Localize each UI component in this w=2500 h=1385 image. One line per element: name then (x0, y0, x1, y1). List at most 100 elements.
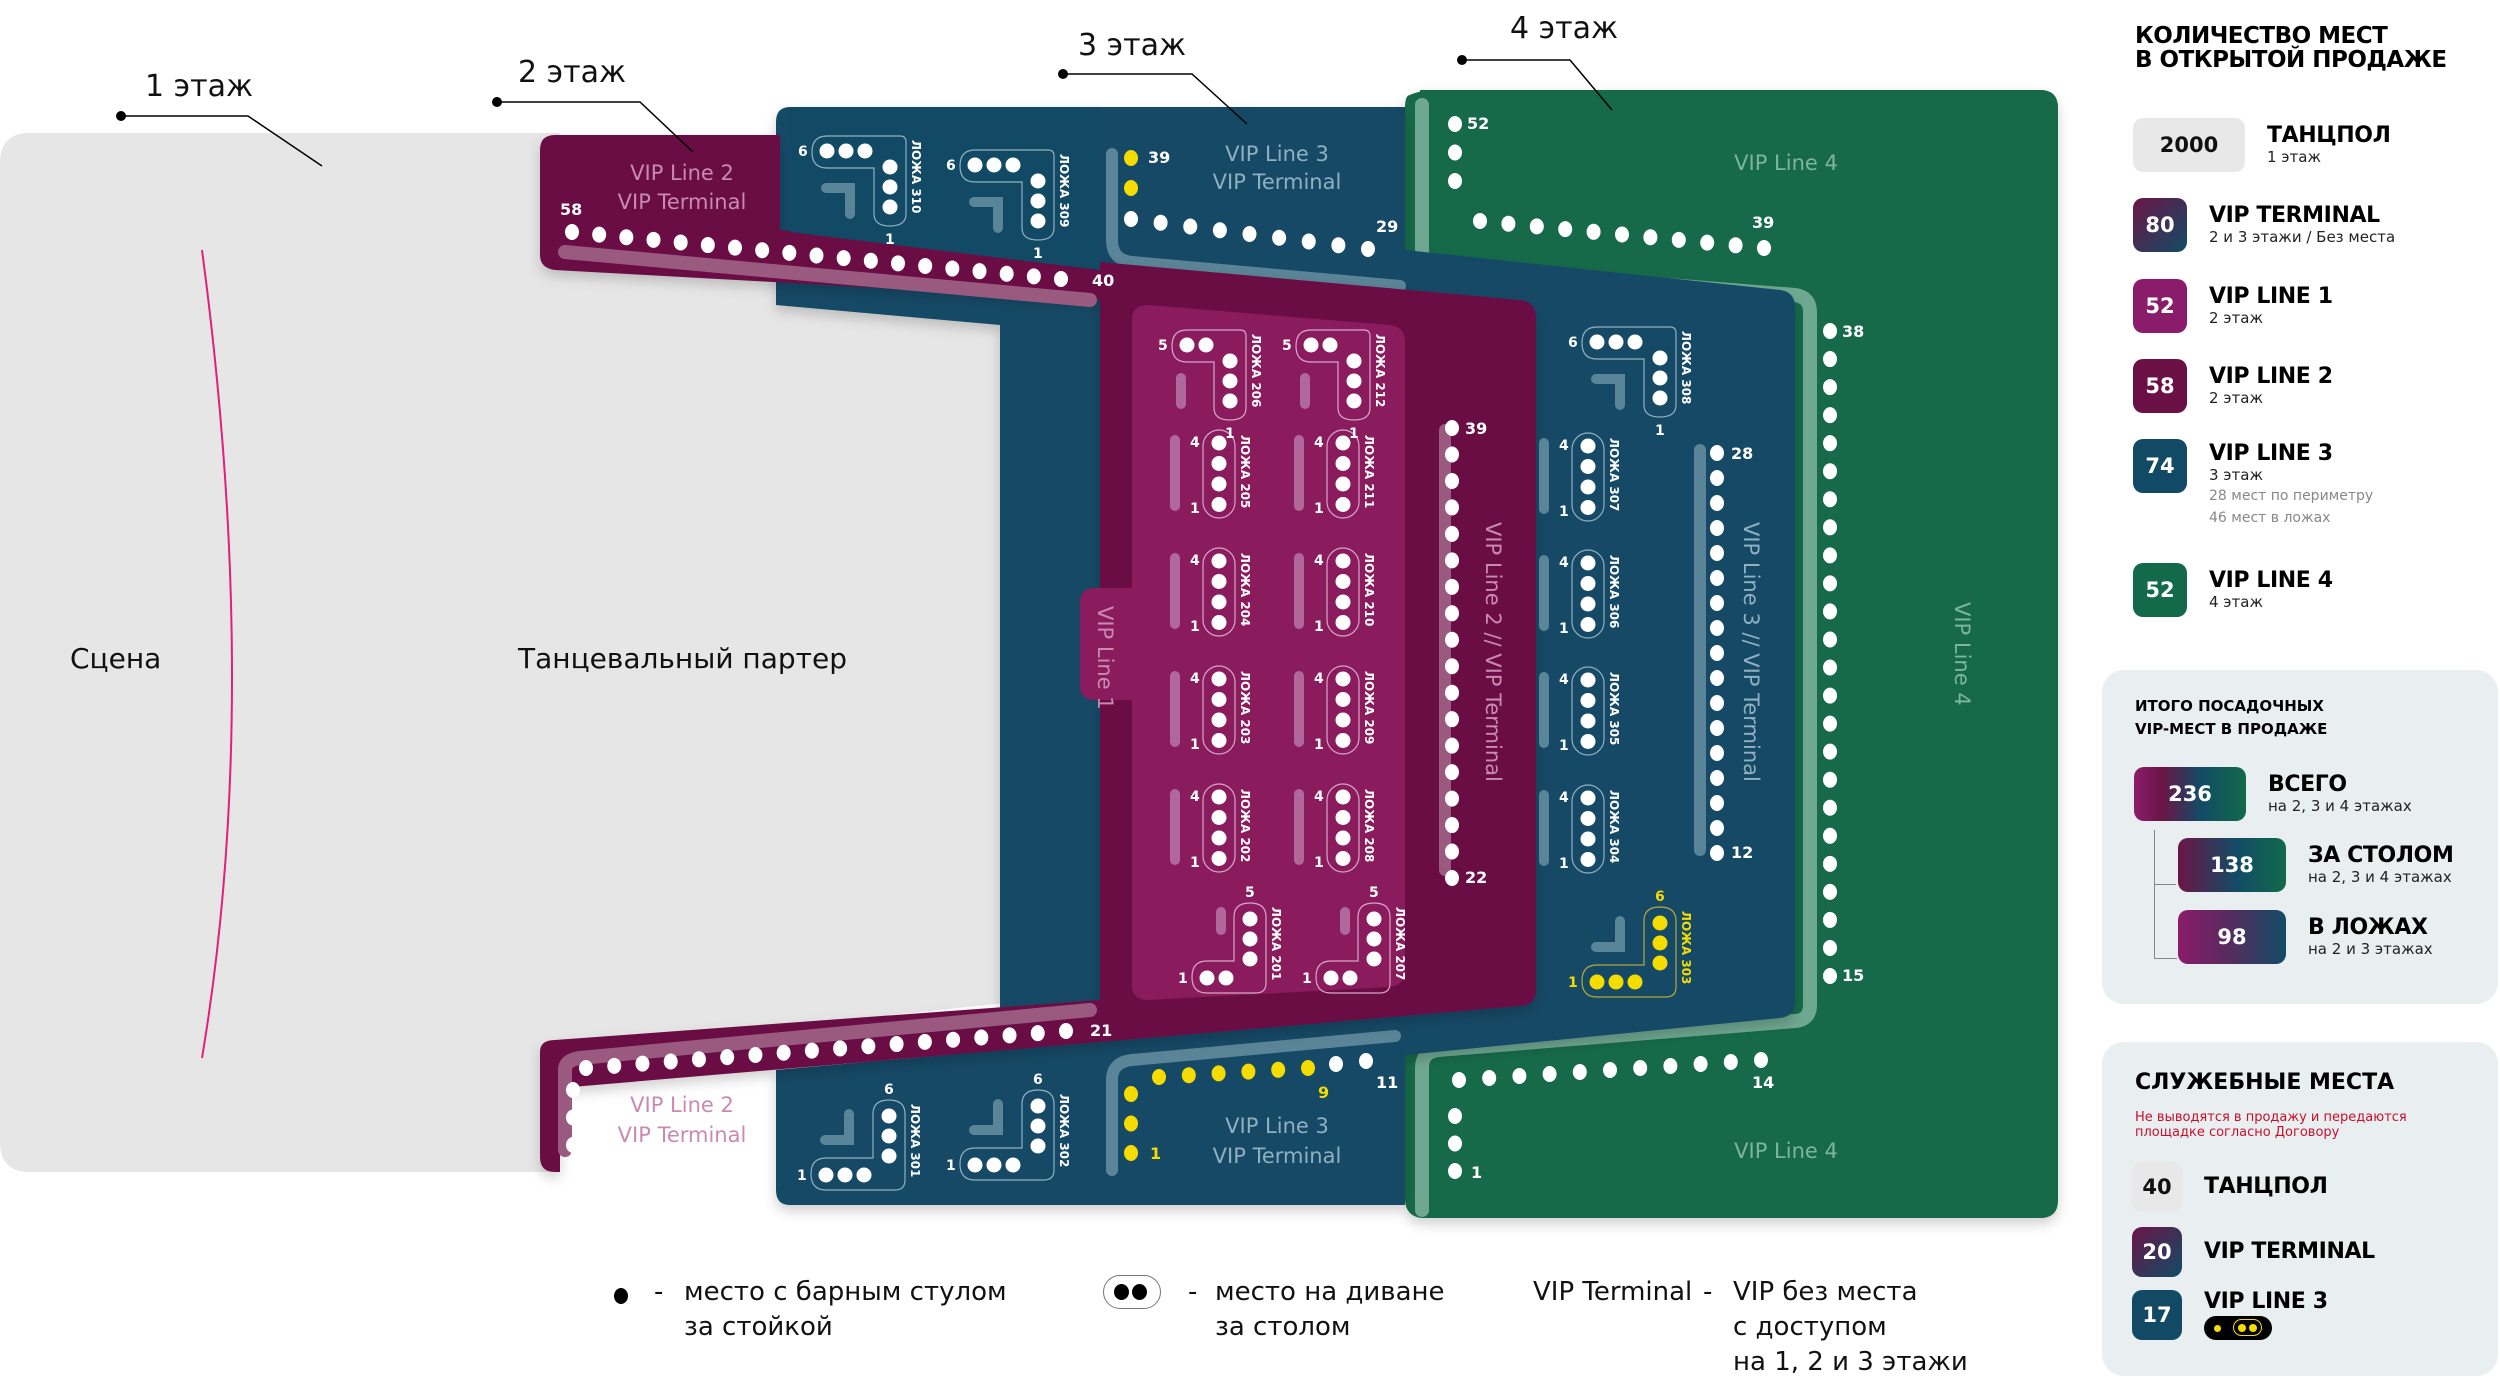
bar-seat[interactable] (1823, 435, 1837, 452)
sofa-seat[interactable] (1580, 713, 1596, 729)
sofa-seat[interactable] (1580, 734, 1596, 749)
sofa-seat[interactable] (1005, 1157, 1021, 1173)
bar-seat[interactable] (607, 1057, 622, 1074)
service-seat[interactable] (1181, 1067, 1196, 1084)
bar-seat[interactable] (1603, 1062, 1617, 1078)
bar-seat[interactable] (1445, 525, 1459, 542)
bar-seat[interactable] (1448, 1135, 1462, 1152)
sofa-seat[interactable] (1335, 712, 1351, 728)
bar-seat[interactable] (999, 265, 1014, 282)
bar-seat[interactable] (1710, 670, 1724, 686)
sofa-seat[interactable] (1030, 213, 1046, 229)
sofa-seat[interactable] (1580, 790, 1596, 806)
bar-seat[interactable] (1445, 737, 1459, 754)
sofa-seat[interactable] (1652, 915, 1668, 931)
sofa-seat[interactable] (1580, 852, 1596, 867)
bar-seat[interactable] (1572, 1064, 1587, 1080)
bar-seat[interactable] (1482, 1070, 1497, 1086)
sofa-seat[interactable] (1211, 830, 1227, 846)
bar-seat[interactable] (1445, 605, 1459, 622)
bar-seat[interactable] (1054, 271, 1068, 287)
bar-seat[interactable] (566, 1109, 580, 1126)
bar-seat[interactable] (1823, 547, 1837, 564)
bar-seat[interactable] (1823, 659, 1837, 676)
sofa-seat[interactable] (856, 1167, 872, 1183)
sofa-seat[interactable] (1366, 911, 1382, 927)
sofa-seat[interactable] (857, 143, 873, 159)
bar-seat[interactable] (1153, 214, 1168, 231)
bar-seat[interactable] (592, 226, 607, 243)
bar-seat[interactable] (1183, 218, 1198, 235)
bar-seat[interactable] (1212, 222, 1227, 239)
bar-seat[interactable] (1473, 213, 1487, 229)
bar-seat[interactable] (1823, 771, 1837, 788)
bar-seat[interactable] (1710, 520, 1724, 536)
bar-seat[interactable] (1700, 234, 1715, 251)
sofa-seat[interactable] (1222, 353, 1238, 369)
service-seat[interactable] (1241, 1063, 1256, 1080)
sofa-seat[interactable] (1222, 373, 1238, 389)
sofa-seat[interactable] (1198, 337, 1214, 353)
sofa-seat[interactable] (881, 1128, 897, 1144)
bar-seat[interactable] (635, 1055, 650, 1072)
bar-seat[interactable] (1823, 855, 1837, 872)
bar-seat[interactable] (974, 1029, 989, 1046)
box-outline[interactable] (959, 1089, 1055, 1181)
sofa-seat[interactable] (1580, 555, 1596, 571)
bar-seat[interactable] (1242, 226, 1257, 242)
vip-line-1-zone[interactable] (1080, 305, 1405, 1000)
service-seat[interactable] (1124, 1115, 1138, 1132)
bar-seat[interactable] (1448, 1108, 1462, 1124)
bar-seat[interactable] (1445, 499, 1459, 516)
bar-seat[interactable] (1512, 1068, 1527, 1084)
box-outline[interactable] (811, 135, 907, 227)
sofa-seat[interactable] (1199, 970, 1215, 986)
sofa-seat[interactable] (1242, 911, 1258, 927)
bar-seat[interactable] (1710, 745, 1724, 761)
bar-seat[interactable] (1445, 658, 1459, 675)
bar-seat[interactable] (1452, 1072, 1466, 1088)
sofa-seat[interactable] (1211, 435, 1227, 451)
sofa-seat[interactable] (1030, 173, 1046, 189)
bar-seat[interactable] (1445, 870, 1459, 886)
sofa-seat[interactable] (1211, 851, 1227, 866)
sofa-seat[interactable] (967, 1157, 983, 1173)
bar-seat[interactable] (1823, 407, 1837, 424)
bar-seat[interactable] (1002, 1027, 1017, 1044)
box-outline[interactable] (1202, 665, 1236, 755)
sofa-seat[interactable] (1005, 157, 1021, 173)
box-outline[interactable] (1202, 783, 1236, 873)
bar-seat[interactable] (1823, 883, 1837, 900)
bar-seat[interactable] (1448, 173, 1462, 189)
bar-seat[interactable] (836, 250, 851, 267)
sofa-seat[interactable] (1346, 393, 1362, 409)
service-seat[interactable] (1124, 180, 1138, 196)
bar-seat[interactable] (1448, 1163, 1462, 1179)
bar-seat[interactable] (1671, 231, 1686, 248)
bar-seat[interactable] (1445, 552, 1459, 569)
sofa-seat[interactable] (1335, 671, 1351, 687)
bar-seat[interactable] (776, 1044, 791, 1061)
bar-seat[interactable] (1445, 817, 1459, 834)
box-outline[interactable] (810, 1099, 906, 1191)
bar-seat[interactable] (566, 1082, 580, 1098)
bar-seat[interactable] (1823, 687, 1837, 704)
bar-seat[interactable] (833, 1040, 848, 1057)
bar-seat[interactable] (946, 1031, 961, 1048)
box-outline[interactable] (1326, 783, 1360, 873)
bar-seat[interactable] (889, 1036, 904, 1053)
bar-seat[interactable] (804, 1042, 819, 1059)
sofa-seat[interactable] (1580, 438, 1596, 454)
box-outline[interactable] (1581, 326, 1677, 418)
bar-seat[interactable] (863, 252, 878, 269)
box-outline[interactable] (1571, 549, 1605, 639)
box-outline[interactable] (1571, 784, 1605, 874)
sofa-seat[interactable] (1211, 692, 1227, 707)
sofa-seat[interactable] (1580, 672, 1596, 688)
sofa-seat[interactable] (1580, 693, 1596, 708)
bar-seat[interactable] (700, 237, 715, 254)
bar-seat[interactable] (720, 1049, 735, 1066)
bar-seat[interactable] (1710, 770, 1724, 786)
bar-seat[interactable] (891, 255, 905, 272)
bar-seat[interactable] (1710, 495, 1724, 511)
